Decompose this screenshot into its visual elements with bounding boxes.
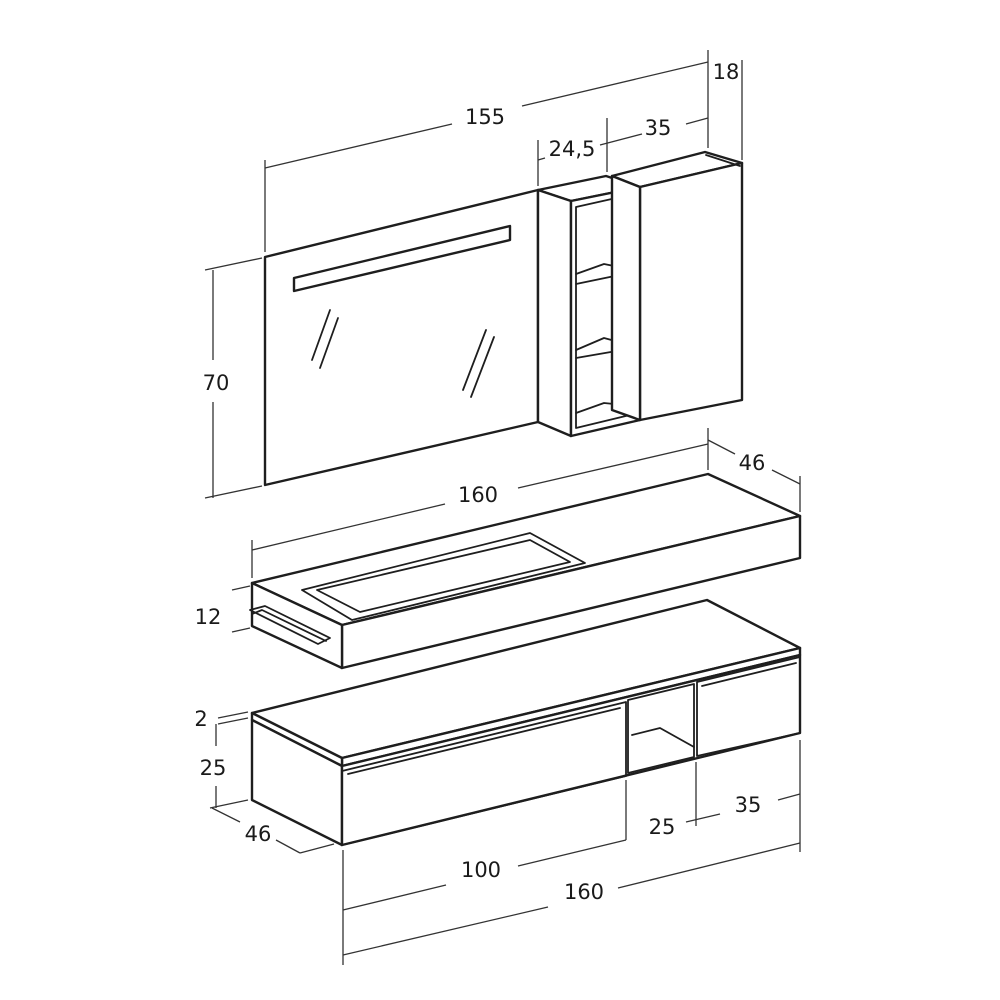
extension-line [217,717,249,725]
extension-line [231,585,251,591]
label-drawer-right-width: 35 [735,793,762,817]
dimension-line [517,443,709,489]
dimension-line [251,503,446,551]
drawer-left-edge [347,707,621,775]
extension-line [231,627,251,633]
dimension-lines [204,50,801,965]
mirror-reflection-line [319,317,339,369]
mirror-reflection-line [311,309,331,361]
wall-cabinet [610,150,744,422]
label-top-thickness: 12 [195,605,222,629]
mirror-reflection-line [470,336,495,398]
wall-cabinet-side [610,174,642,422]
extension-line [299,843,335,854]
drawer-left [341,701,627,846]
drawer-right [696,656,801,757]
label-shelf-width: 24,5 [549,137,596,161]
extension-line [204,485,263,499]
label-top-depth: 46 [739,451,766,475]
towel-bar [249,605,331,645]
wall-cabinet-door [638,161,744,422]
washbasin-top [249,472,802,670]
basin-recess-inner [316,539,571,613]
basin-recess-outer [301,532,586,621]
shelf-unit-side [536,188,573,438]
extension-line [217,711,249,719]
dimension-line [342,884,447,911]
dimension-line [617,842,801,889]
label-niche-width: 25 [649,815,676,839]
dimension-labels: 155 18 24,5 35 70 46 160 12 2 25 46 35 2… [194,60,765,904]
label-plinth-thickness: 2 [194,707,207,731]
mirror-light-bar [292,224,512,293]
dimension-line [537,157,546,161]
label-top-width: 160 [458,483,498,507]
mirror [263,188,540,487]
label-mirror-width: 155 [465,105,505,129]
label-base-height: 25 [200,756,227,780]
open-niche [627,683,695,774]
drawer-right-edge [701,662,797,687]
dimension-line [685,813,721,823]
base-cabinet [250,598,802,847]
label-base-width: 160 [564,880,604,904]
dimension-line [211,807,241,823]
dimension-line [771,469,801,485]
label-wall-cabinet-width: 35 [645,116,672,140]
dimension-line [264,123,453,169]
towel-bar-inner [251,609,327,642]
label-base-depth: 46 [245,822,272,846]
dimension-line [599,133,643,146]
dimension-line [685,117,709,125]
dimension-line [521,61,709,107]
niche-shelf [631,727,695,748]
dimension-line [707,439,736,455]
dimension-line [275,839,301,854]
label-cabinet-depth: 18 [713,60,740,84]
mirror-reflection-line [462,329,487,391]
dimension-line [342,906,549,956]
dimension-line [517,839,627,867]
label-drawer-left-width: 100 [461,858,501,882]
label-mirror-height: 70 [203,371,230,395]
extension-line [204,257,263,271]
dimension-line [777,793,801,801]
wall-cabinet-edge [705,154,741,167]
